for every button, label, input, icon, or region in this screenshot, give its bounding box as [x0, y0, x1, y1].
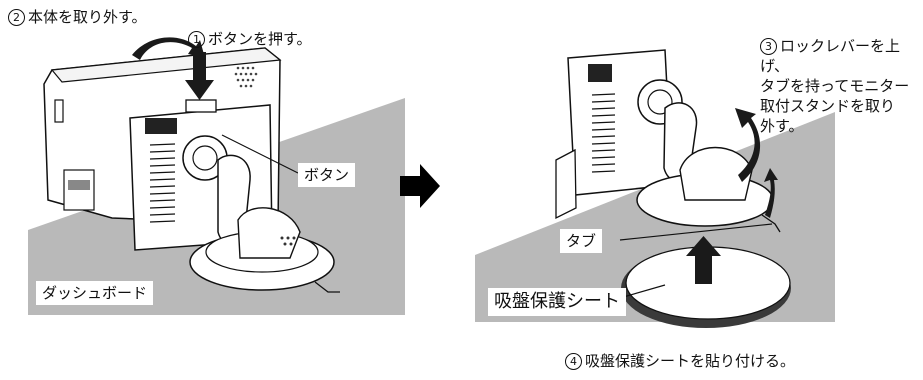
button-label: ボタン	[298, 163, 356, 187]
step1-text: ボタンを押す。	[208, 30, 312, 48]
tab-arrow	[764, 168, 778, 218]
sheet-label: 吸盤保護シート	[488, 288, 626, 316]
step2-text: 本体を取り外す。	[28, 8, 147, 26]
right-illustration	[475, 49, 835, 328]
step3-line-2: タブを持ってモニター	[760, 77, 910, 95]
dashboard-label: ダッシュボード	[36, 281, 154, 305]
tab-leader	[619, 223, 773, 241]
step3-line-4: 外す。	[760, 117, 804, 135]
step3-line-3: 取付スタンドを取り	[760, 97, 896, 115]
tab-label: タブ	[560, 229, 603, 253]
press-arrow	[185, 52, 214, 100]
left-illustration	[28, 37, 405, 315]
transition-arrow	[400, 164, 440, 208]
step4-number: 4	[565, 353, 582, 370]
remove-arrow	[132, 37, 205, 60]
button-leader	[221, 134, 299, 174]
step3-line-1: ロックレバーを上げ、	[760, 37, 901, 75]
sheet-up-arrow	[686, 236, 721, 284]
step2-number: 2	[8, 9, 25, 26]
lever-arrow	[735, 108, 761, 182]
step4-text: 吸盤保護シートを貼り付ける。	[585, 352, 796, 370]
sheet-leader	[619, 284, 666, 299]
step3-number: 3	[760, 38, 777, 55]
release-button	[185, 99, 217, 113]
step1-number: 1	[188, 31, 205, 48]
speaker-grille	[234, 66, 258, 88]
